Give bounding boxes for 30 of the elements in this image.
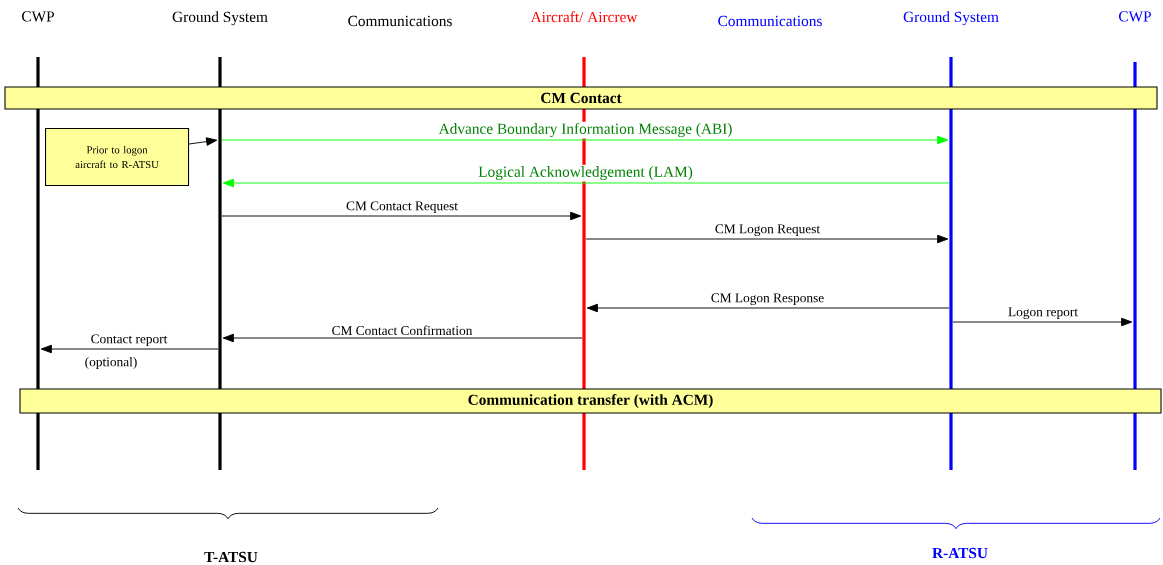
edge-label: Advance Boundary Information Message (ABI) [437,121,734,139]
arrow [221,211,582,221]
header-text: Communications [718,15,822,27]
arrow [952,317,1133,327]
header-text: Communications [348,15,452,27]
edge-label: Logon report [1006,306,1080,321]
note-box: Prior to logon aircraft to R-ATSU [45,128,190,187]
lifeline-header: Aircraft/ Aircrew [530,11,638,23]
note-text: (optional) [85,356,137,370]
lifeline-header: CWP [22,11,54,22]
group-label: R-ATSU [932,547,988,559]
arrow [221,135,949,145]
edge-label: CM Contact Request [344,200,460,215]
group-label: T-ATSU [204,551,258,563]
phase-band: Communication transfer (with ACM) [19,388,1162,414]
edge-label: CM Logon Request [713,223,822,238]
lifeline-header: CWP [1119,11,1151,22]
arrow [222,333,583,343]
phase-band: CM Contact [4,86,1158,110]
arrow [585,234,949,244]
edge-label: CM Contact Confirmation [330,324,474,337]
lifeline-header: Ground System [903,11,999,26]
arrow [188,137,218,146]
arrow [222,178,950,188]
arrow [586,303,950,313]
lifeline-header: Ground System [172,11,268,26]
edge-label: Logical Acknowledgement (LAM) [476,164,695,182]
arrow [40,344,219,354]
edge-label: CM Logon Response [709,292,826,307]
edge-label: Contact report [89,333,169,348]
